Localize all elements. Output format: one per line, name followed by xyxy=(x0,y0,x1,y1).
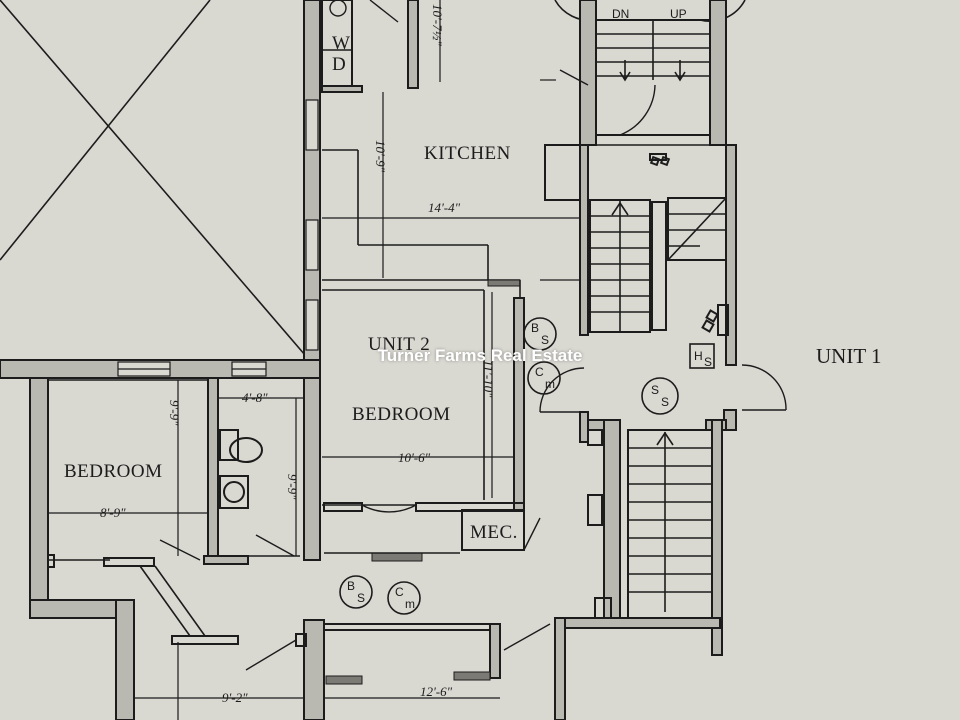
kitchen-width-dim: 14'-4" xyxy=(428,200,461,215)
svg-text:m: m xyxy=(545,377,555,391)
stairwell-lower xyxy=(554,419,727,720)
kitchen-area xyxy=(321,79,581,298)
stair-up-label: UP xyxy=(670,7,687,21)
bathroom xyxy=(203,377,300,565)
windows xyxy=(117,99,319,377)
svg-text:m: m xyxy=(405,597,415,611)
stair-down-label: DN xyxy=(612,7,629,21)
laundry-depth-dim: 10'-7½" xyxy=(430,4,445,46)
center-bedroom-depth-dim: 11'-10" xyxy=(481,360,496,398)
svg-text:S: S xyxy=(357,591,365,605)
bs-symbol-lower: B S xyxy=(339,575,373,609)
svg-text:B: B xyxy=(347,579,355,593)
mec-label: MEC. xyxy=(470,522,518,543)
svg-text:C: C xyxy=(395,585,404,599)
unit1-label: UNIT 1 xyxy=(816,344,882,368)
cm-symbol-upper: C m xyxy=(527,361,561,395)
center-bedroom-width-dim: 10'-6" xyxy=(398,450,431,465)
void-structure xyxy=(0,0,306,356)
center-bedroom xyxy=(322,289,525,562)
svg-text:H: H xyxy=(694,349,703,363)
ss-symbol: S S xyxy=(641,377,679,415)
svg-text:S: S xyxy=(541,333,549,347)
kitchen-label: KITCHEN xyxy=(424,143,511,164)
left-bedroom-width-dim: 8'-9" xyxy=(100,505,126,520)
stairwell-top xyxy=(554,0,746,146)
left-bedroom-label: BEDROOM xyxy=(64,461,163,482)
kitchen-depth-dim: 10'-9" xyxy=(373,140,388,173)
svg-text:S: S xyxy=(651,383,659,397)
bath-width-dim: 4'-8" xyxy=(242,390,268,405)
hs-symbol: H S xyxy=(689,343,715,369)
entry-doors xyxy=(539,364,787,443)
dryer-label: D xyxy=(332,54,346,75)
lower-area xyxy=(134,623,551,720)
washer-label: W xyxy=(332,33,350,54)
watermark-text: Turner Farms Real Estate xyxy=(377,346,583,365)
unit2-label: UNIT 2 xyxy=(368,334,430,355)
center-bedroom-label: BEDROOM xyxy=(352,404,451,425)
bs-symbol-upper: B S xyxy=(523,317,557,351)
stairwell-middle xyxy=(579,144,737,366)
bottom-right-dim: 12'-6" xyxy=(420,684,453,699)
svg-text:S: S xyxy=(661,395,669,409)
svg-text:S: S xyxy=(704,355,712,369)
bottom-left-dim: 9'-2" xyxy=(222,690,248,705)
mec-room xyxy=(461,509,541,551)
left-bedroom xyxy=(47,379,239,645)
left-bedroom-depth-dim: 9'-9" xyxy=(167,400,182,426)
svg-text:B: B xyxy=(531,321,539,335)
cm-symbol-lower: C m xyxy=(387,581,421,615)
bath-depth-dim: 9'-9" xyxy=(285,474,300,500)
svg-text:C: C xyxy=(535,365,544,379)
